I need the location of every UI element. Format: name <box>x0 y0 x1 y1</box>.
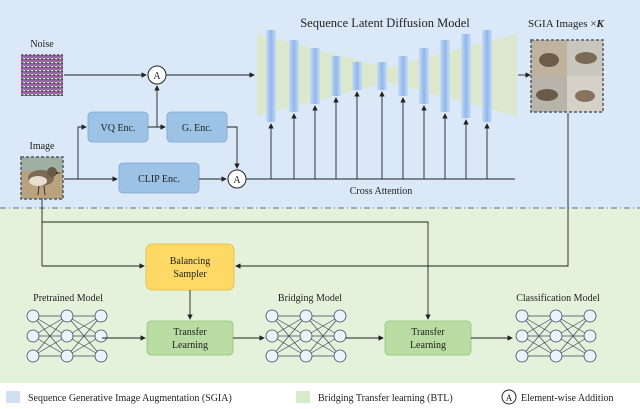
network-node <box>515 309 529 323</box>
legend-sgia-label: Sequence Generative Image Augmentation (… <box>28 393 232 404</box>
network-edge <box>521 315 557 337</box>
classification-model-network <box>515 309 597 363</box>
network-node <box>583 329 597 343</box>
vq-encoder-label: VQ Enc. <box>101 123 136 134</box>
addition-node-condition-symbol: A <box>233 175 241 186</box>
network-edge <box>32 335 68 357</box>
balancing-sampler-box <box>145 243 235 291</box>
network-node <box>26 349 40 363</box>
btl-connections <box>41 113 569 341</box>
network-edge <box>32 315 68 357</box>
g-encoder-label: G. Enc. <box>182 123 212 134</box>
network-edge <box>555 315 591 357</box>
balancing-sampler-line1: Balancing <box>170 256 211 267</box>
network-node <box>333 329 347 343</box>
network-node <box>583 309 597 323</box>
cross-attention-arrows <box>268 91 490 179</box>
legend-add-symbol: A <box>506 393 513 403</box>
network-edge <box>305 315 341 337</box>
network-edge <box>271 335 307 357</box>
network-node <box>549 349 563 363</box>
sgia-connections <box>64 72 531 182</box>
image-label: Image <box>30 141 56 152</box>
network-node <box>60 309 74 323</box>
network-edge <box>66 315 102 337</box>
classification-model-label: Classification Model <box>516 293 600 304</box>
transfer-learning-1-line1: Transfer <box>173 327 207 338</box>
network-node <box>94 309 108 323</box>
sequence-latent-diffusion-unet <box>257 30 517 122</box>
network-node <box>515 349 529 363</box>
network-node <box>333 309 347 323</box>
network-node <box>26 309 40 323</box>
network-node <box>60 329 74 343</box>
network-node <box>94 349 108 363</box>
legend: Sequence Generative Image Augmentation (… <box>6 389 614 405</box>
sgia-images-label: SGIA Images ×K <box>528 18 605 30</box>
noise-label: Noise <box>30 39 54 50</box>
transfer-learning-2-line1: Transfer <box>411 327 445 338</box>
bridging-model-network <box>265 309 347 363</box>
transfer-learning-2-line2: Learning <box>410 340 446 351</box>
sgia-generated-images <box>530 39 604 113</box>
noise-image <box>21 54 63 96</box>
network-node <box>515 329 529 343</box>
pretrained-model-label: Pretrained Model <box>33 293 103 304</box>
network-edge <box>305 335 341 357</box>
network-node <box>583 349 597 363</box>
network-node <box>26 329 40 343</box>
network-node <box>94 329 108 343</box>
balancing-sampler-line2: Sampler <box>173 269 207 280</box>
network-edge <box>555 335 591 357</box>
network-node <box>265 309 279 323</box>
network-node <box>299 329 313 343</box>
network-node <box>60 349 74 363</box>
network-edge <box>66 335 102 357</box>
network-edge <box>32 315 68 337</box>
network-edge <box>271 315 307 357</box>
input-bird-image <box>20 156 64 200</box>
legend-add-symbol-circle <box>501 389 517 405</box>
network-node <box>549 329 563 343</box>
network-edge <box>66 315 102 357</box>
network-edge <box>521 315 557 357</box>
network-node <box>299 349 313 363</box>
network-node <box>299 309 313 323</box>
network-node <box>265 329 279 343</box>
legend-btl-label: Bridging Transfer learning (BTL) <box>318 393 453 404</box>
addition-node-noise-symbol: A <box>153 71 161 82</box>
cross-attention-label: Cross Attention <box>350 186 413 197</box>
pretrained-model-network <box>26 309 108 363</box>
transfer-learning-1-line2: Learning <box>172 340 208 351</box>
network-edge <box>305 315 341 357</box>
bridging-model-label: Bridging Model <box>278 293 342 304</box>
network-node <box>549 309 563 323</box>
network-node <box>333 349 347 363</box>
diffusion-model-title: Sequence Latent Diffusion Model <box>300 16 470 30</box>
clip-encoder-label: CLIP Enc. <box>138 174 180 185</box>
network-edge <box>521 335 557 357</box>
network-edge <box>555 315 591 337</box>
network-node <box>265 349 279 363</box>
legend-sgia-swatch <box>6 391 20 403</box>
legend-btl-swatch <box>296 391 310 403</box>
network-edge <box>271 315 307 337</box>
clip-encoder-box <box>118 162 200 194</box>
legend-add-label: Element-wise Addition <box>521 393 614 404</box>
